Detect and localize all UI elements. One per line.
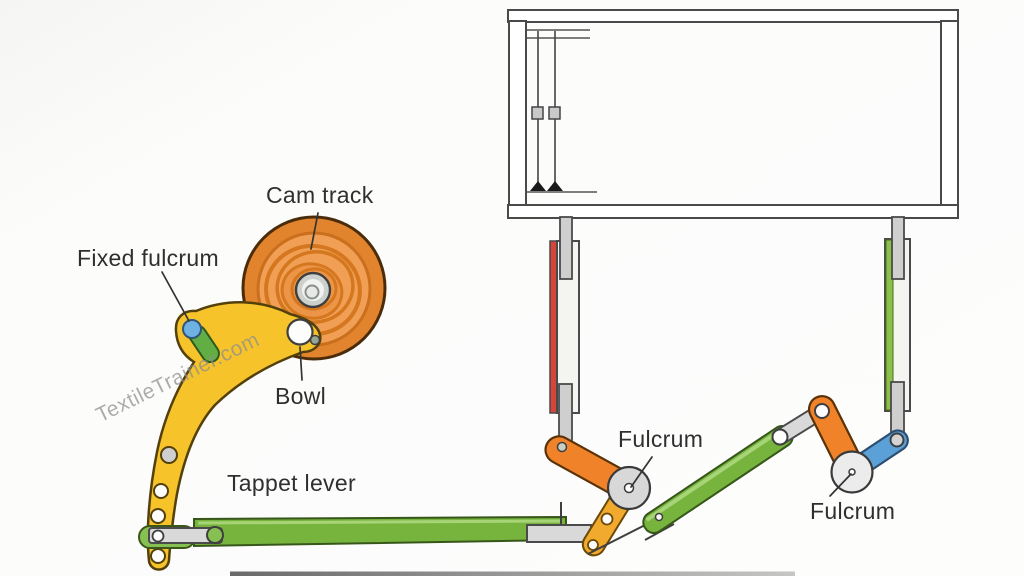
treadle-left-pivot <box>151 529 165 543</box>
lever-hole-filled <box>160 446 178 464</box>
left-hanger-rod <box>549 216 580 449</box>
treadle-highlight <box>197 519 563 525</box>
lever-hole <box>150 508 166 524</box>
heald-weight <box>547 181 563 191</box>
diagonal-lever-highlight <box>646 426 785 522</box>
heald-eye <box>548 106 561 120</box>
orange-lever-top-pivot <box>556 441 568 453</box>
gray-link-lower-pivot <box>771 428 789 446</box>
rod-top-connector <box>559 216 573 280</box>
fixed-fulcrum-leader <box>161 271 190 322</box>
video-artifact-strip <box>230 571 795 576</box>
bowl-label: Bowl <box>275 383 327 409</box>
frame-right-beam <box>940 20 959 207</box>
frame-top-beam <box>507 9 959 23</box>
fixed-fulcrum-pivot <box>182 319 202 339</box>
fulcrum-left-label: Fulcrum <box>618 426 704 452</box>
rod-top-connector <box>891 216 905 280</box>
right-hanger-rod <box>884 216 911 445</box>
fixed-fulcrum-label: Fixed fulcrum <box>77 245 219 271</box>
fulcrum-right-label: Fulcrum <box>810 498 896 524</box>
tappet-lever <box>146 301 322 571</box>
heald-wires <box>527 29 597 193</box>
diagonal-lever-notch-pin <box>654 512 664 522</box>
bowl-leader <box>299 346 303 381</box>
bowl-pin <box>309 334 321 346</box>
cam-shaft-center <box>304 284 320 300</box>
heald-weight <box>530 181 546 191</box>
fulcrum-left-leader <box>630 456 653 488</box>
gold-link-hole <box>587 539 599 551</box>
cam-track-leader <box>310 212 319 250</box>
fulcrum-right-leader <box>829 473 852 497</box>
orange-lever-top-pivot <box>814 403 830 419</box>
cam-track-label: Cam track <box>266 182 374 208</box>
right-linkage <box>771 395 909 494</box>
lever-hole <box>150 548 166 564</box>
frame-left-beam <box>508 20 527 207</box>
rod-green-stripe <box>885 239 894 411</box>
bowl-roller <box>286 318 314 346</box>
treadle-link-pivot <box>206 526 224 544</box>
treadle-right-fitting <box>526 524 592 543</box>
treadle-bar <box>138 502 592 549</box>
heald-eye <box>531 106 544 120</box>
frame-bottom-beam <box>507 204 959 219</box>
lever-hole <box>153 483 169 499</box>
cam-track-ring <box>275 250 355 324</box>
leader-lines <box>161 212 852 497</box>
tappet-lever-label: Tappet lever <box>227 470 356 496</box>
heald-frame <box>507 9 959 219</box>
cam-track-ring <box>290 267 338 311</box>
blue-lever-top-pivot <box>889 432 905 448</box>
gold-link-hole <box>600 512 614 526</box>
tappet-lever-body <box>146 301 322 571</box>
